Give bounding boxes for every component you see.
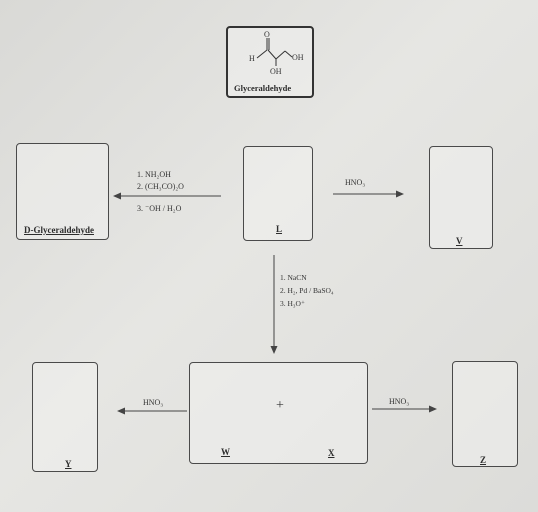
down-condition-2: 2. H₂, Pd / BaSO₄: [280, 286, 334, 295]
left-condition-1: 1. NH₂OH: [137, 170, 171, 179]
w-x-box: [189, 362, 368, 464]
l-label: L: [276, 224, 283, 234]
bottom-right-condition: HNO₃: [389, 397, 410, 406]
atom-oh-secondary: OH: [270, 67, 282, 76]
left-condition-3: 3. ⁻OH / H₂O: [137, 204, 182, 213]
bottom-left-arrow: [117, 407, 187, 415]
x-label: X: [328, 448, 335, 458]
l-box: [243, 146, 313, 241]
y-label: Y: [65, 459, 72, 469]
glyceraldehyde-name: Glyceraldehyde: [234, 83, 292, 93]
atom-oh-primary: OH: [292, 53, 304, 62]
down-condition-1: 1. NaCN: [280, 273, 307, 282]
left-conditions-top: 1. NH₂OH 2. (CH₃CO)₂O: [137, 169, 184, 193]
left-condition-2: 2. (CH₃CO)₂O: [137, 182, 184, 191]
glyceraldehyde-structure: O H OH OH: [249, 30, 304, 76]
atom-h: H: [249, 54, 255, 63]
glyceraldehyde-structure-box: O H OH OH Glyceraldehyde: [226, 26, 314, 98]
d-glyceraldehyde-label: D-Glyceraldehyde: [24, 225, 94, 235]
down-arrow: [270, 255, 278, 354]
v-label: V: [456, 236, 463, 246]
d-glyceraldehyde-box: [16, 143, 109, 240]
v-box: [429, 146, 493, 249]
w-label: W: [221, 447, 230, 457]
left-arrow: [113, 192, 221, 200]
y-box: [32, 362, 98, 472]
down-condition-3: 3. H₃O⁺: [280, 299, 305, 308]
right-condition: HNO₃: [345, 178, 366, 187]
atom-o: O: [264, 30, 270, 39]
z-label: Z: [480, 455, 487, 465]
z-box: [452, 361, 518, 467]
down-conditions: 1. NaCN 2. H₂, Pd / BaSO₄ 3. H₃O⁺: [280, 271, 334, 310]
bottom-right-arrow: [372, 405, 437, 413]
plus-sign: +: [276, 398, 284, 413]
right-arrow: [333, 190, 404, 198]
bottom-left-condition: HNO₃: [143, 398, 164, 407]
